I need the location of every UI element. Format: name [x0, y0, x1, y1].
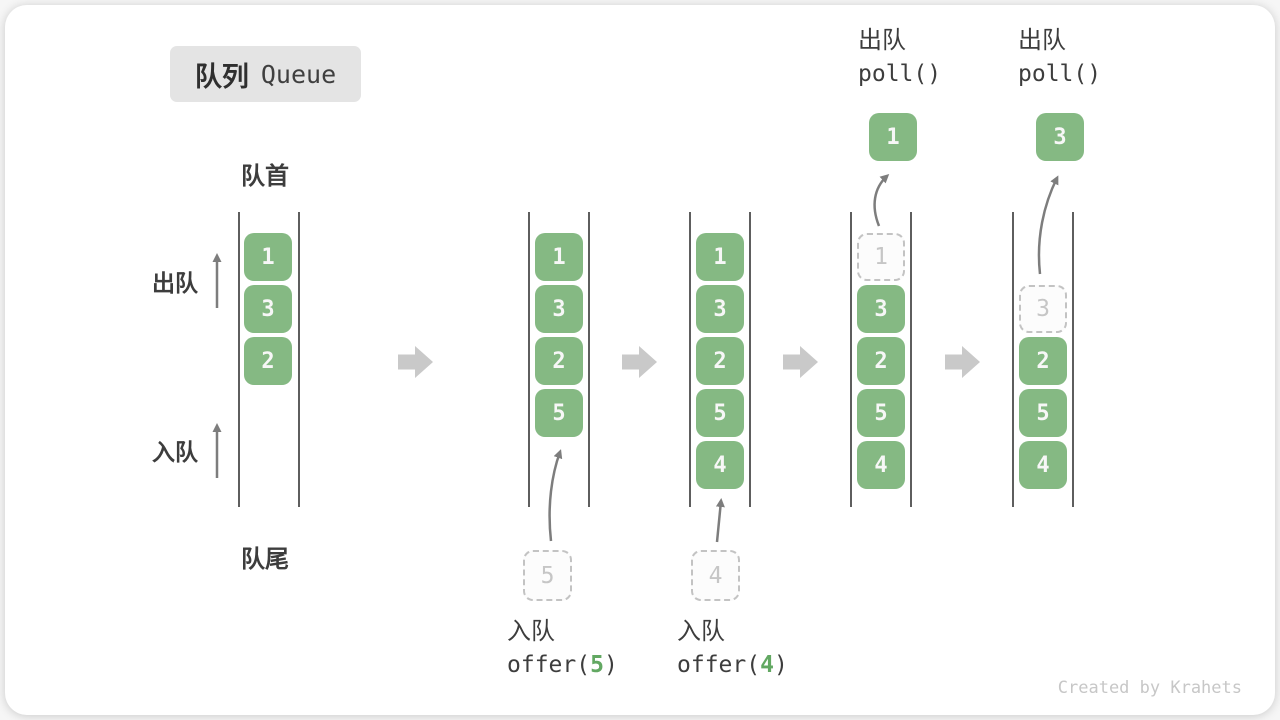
offer-arg: 4 — [760, 652, 774, 678]
queue-element: 2 — [1019, 337, 1067, 385]
pending-element: 4 — [691, 550, 740, 601]
label-queue-rear: 队尾 — [241, 546, 289, 573]
offer-fn: offer( — [507, 652, 591, 678]
op-poll-a-label: 出队 — [858, 27, 906, 54]
pending-element: 5 — [523, 550, 572, 601]
op-offer-b-label: 入队 — [677, 618, 725, 645]
queue-column-1 — [238, 212, 300, 507]
queue-column-2 — [528, 212, 590, 507]
title-badge: 队列 Queue — [170, 46, 361, 102]
op-offer-a-code: offer(5) — [507, 647, 618, 683]
queue-element: 5 — [696, 389, 744, 437]
watermark: Created by Krahets — [1057, 678, 1242, 698]
queue-element: 3 — [535, 285, 583, 333]
right-block-arrow-icon — [398, 346, 433, 378]
offer-arg: 5 — [590, 652, 604, 678]
op-poll-b-code: poll() — [1018, 61, 1102, 87]
queue-column-4 — [850, 212, 912, 507]
title-zh: 队列 — [194, 61, 249, 92]
op-offer-a-label: 入队 — [507, 618, 555, 645]
label-queue-front: 队首 — [241, 163, 289, 190]
op-poll-b: 出队 poll() — [1018, 26, 1101, 92]
queue-element: 4 — [857, 441, 905, 489]
queue-element: 1 — [244, 233, 292, 281]
queue-element: 2 — [696, 337, 744, 385]
polled-element: 3 — [1036, 113, 1084, 161]
label-enqueue: 入队 — [152, 439, 198, 465]
queue-element: 3 — [244, 285, 292, 333]
right-block-arrow-icon — [945, 346, 980, 378]
queue-element: 2 — [244, 337, 292, 385]
queue-element: 1 — [535, 233, 583, 281]
offer-close: ) — [773, 652, 788, 678]
right-block-arrow-icon — [783, 346, 818, 378]
queue-element-removed: 3 — [1019, 285, 1067, 333]
queue-column-3 — [689, 212, 751, 507]
op-poll-a: 出队 poll() — [858, 26, 941, 92]
offer-fn: offer( — [677, 652, 761, 678]
offer-close: ) — [603, 652, 618, 678]
queue-element: 1 — [696, 233, 744, 281]
queue-element: 3 — [696, 285, 744, 333]
queue-element: 5 — [1019, 389, 1067, 437]
queue-element: 4 — [696, 441, 744, 489]
op-offer-a: 入队 offer(5) — [507, 617, 618, 683]
queue-element: 2 — [535, 337, 583, 385]
op-poll-a-code: poll() — [858, 61, 942, 87]
title-en: Queue — [260, 59, 337, 89]
queue-element-removed: 1 — [857, 233, 905, 281]
label-dequeue: 出队 — [152, 270, 198, 296]
op-poll-b-label: 出队 — [1018, 27, 1066, 54]
queue-element: 5 — [535, 389, 583, 437]
queue-column-5 — [1012, 212, 1074, 507]
queue-element: 4 — [1019, 441, 1067, 489]
queue-element: 2 — [857, 337, 905, 385]
queue-element: 3 — [857, 285, 905, 333]
queue-element: 5 — [857, 389, 905, 437]
right-block-arrow-icon — [622, 346, 657, 378]
op-offer-b: 入队 offer(4) — [677, 617, 788, 683]
op-offer-b-code: offer(4) — [677, 647, 788, 683]
polled-element: 1 — [869, 113, 917, 161]
